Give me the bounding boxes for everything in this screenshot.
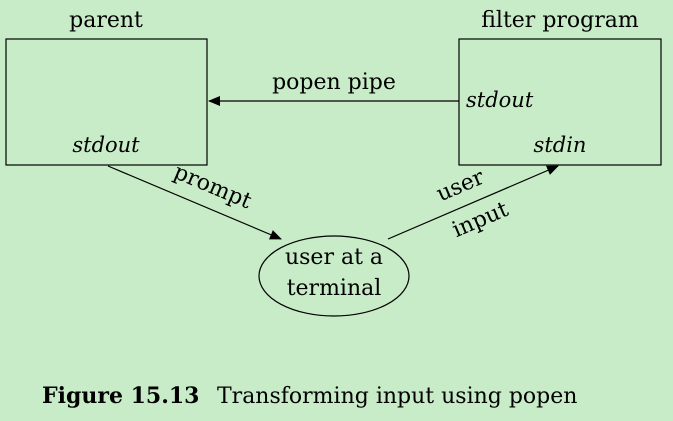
user-input-arrow xyxy=(387,165,559,240)
user-terminal-node: user at a terminal xyxy=(258,235,410,317)
parent-stdout-label: stdout xyxy=(72,133,140,157)
filter-box-rect xyxy=(458,38,662,166)
figure-caption: Figure 15.13 Transforming input using po… xyxy=(42,383,577,409)
popen-pipe-edge: popen pipe xyxy=(208,70,459,106)
prompt-arrow xyxy=(107,165,282,240)
user-input-label-line1: user xyxy=(433,165,488,207)
terminal-label-line1: user at a xyxy=(285,245,383,270)
filter-stdin-label: stdin xyxy=(534,133,587,157)
popen-pipe-label: popen pipe xyxy=(272,70,396,95)
filter-program-box: filter program stdout stdin xyxy=(458,8,662,166)
parent-process-box: parent stdout xyxy=(5,8,208,166)
prompt-label: prompt xyxy=(170,160,255,215)
terminal-label-line2: terminal xyxy=(287,276,382,301)
figure-caption-text: Transforming input using popen xyxy=(217,384,577,409)
parent-title: parent xyxy=(69,8,143,33)
parent-box-rect xyxy=(5,38,208,166)
user-input-label-line2: input xyxy=(449,197,513,243)
prompt-edge: prompt xyxy=(107,160,282,240)
filter-stdout-label: stdout xyxy=(466,88,534,112)
figure-number: Figure 15.13 xyxy=(42,383,200,409)
filter-program-title: filter program xyxy=(481,8,639,33)
user-input-edge: user input xyxy=(387,165,559,243)
terminal-ellipse xyxy=(258,235,410,317)
